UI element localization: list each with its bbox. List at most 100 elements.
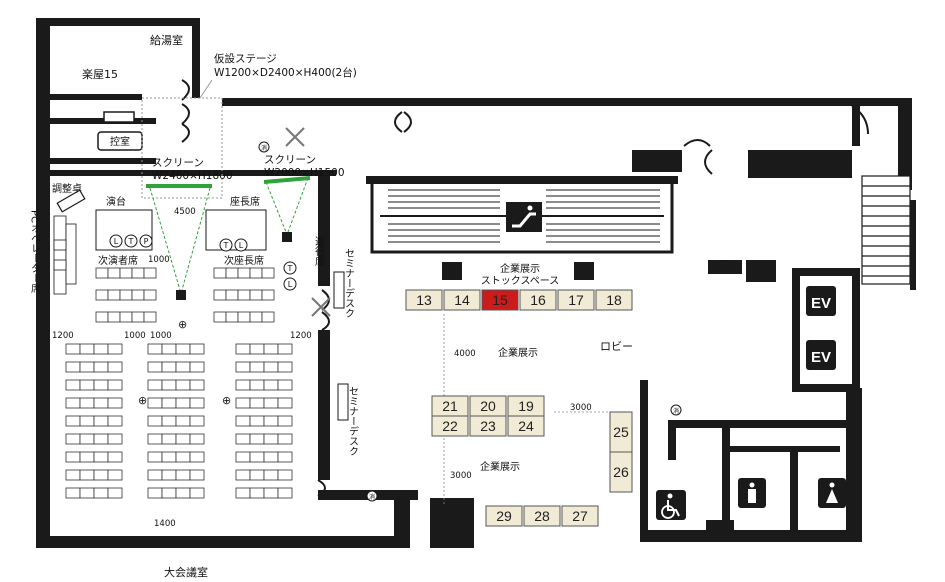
seat: [277, 469, 293, 481]
booth-27[interactable]: 27: [561, 505, 599, 527]
booth-number: 14: [454, 292, 470, 308]
booth-29[interactable]: 29: [485, 505, 523, 527]
booth-22[interactable]: 22: [431, 415, 469, 437]
seat: [261, 311, 275, 323]
seat: [93, 415, 109, 427]
seat: [65, 415, 81, 427]
label-exhibit-2: 企業展示: [480, 460, 520, 473]
seat: [79, 379, 95, 391]
booth-number: 16: [530, 292, 546, 308]
seat: [147, 487, 163, 499]
staff-seats: 調整卓 PCオペレーター席 演台 座長席 次演者席 次座長席 進行席 L T P…: [29, 182, 325, 295]
booth-box: [431, 415, 469, 437]
seat: [189, 343, 205, 355]
screen-1-size: W2400×H1800: [152, 170, 233, 182]
seat: [147, 469, 163, 481]
booth-labels: 企業展示 ストックスペース 企業展示 企業展示: [480, 262, 559, 473]
booth-17[interactable]: 17: [557, 289, 595, 311]
seat: [95, 267, 109, 279]
seat: [249, 343, 265, 355]
booth-14[interactable]: 14: [443, 289, 481, 311]
dimension-labels: 4500 1000 1200 1000 1000 1200 1400 4000 …: [52, 207, 592, 529]
screen-2-size: W2000×H1500: [264, 167, 345, 179]
booth-26[interactable]: 26: [609, 451, 633, 493]
booth-number: 23: [480, 418, 496, 434]
booth-box: [405, 289, 443, 311]
seat: [79, 451, 95, 463]
seat-rows: [65, 267, 293, 499]
seat: [277, 487, 293, 499]
seat: [79, 433, 95, 445]
booth-16[interactable]: 16: [519, 289, 557, 311]
seat: [147, 415, 163, 427]
booth-18[interactable]: 18: [595, 289, 633, 311]
seat: [79, 487, 95, 499]
screens: スクリーン W2400×H1800 スクリーン W2000×H1500 消: [146, 127, 345, 317]
seat: [235, 361, 251, 373]
booth-number: 17: [568, 292, 584, 308]
seat: [175, 433, 191, 445]
seat: [79, 415, 95, 427]
booth-28[interactable]: 28: [523, 505, 561, 527]
booth-box: [485, 505, 523, 527]
seat: [189, 397, 205, 409]
seat: [119, 267, 133, 279]
seat: [147, 361, 163, 373]
booth-number: 28: [534, 508, 550, 524]
seat: [147, 397, 163, 409]
hikaeshitsu: 控室: [97, 111, 143, 151]
booth-24[interactable]: 24: [507, 415, 545, 437]
booth-19[interactable]: 19: [507, 395, 545, 417]
booth-13[interactable]: 13: [405, 289, 443, 311]
male-toilet-icon: [738, 478, 766, 508]
mic-l: L: [114, 237, 119, 246]
seat: [131, 267, 145, 279]
escalator: [366, 176, 678, 254]
seat: [235, 487, 251, 499]
dim-4500: 4500: [174, 207, 196, 217]
seat: [161, 379, 177, 391]
seat: [65, 433, 81, 445]
seat: [235, 343, 251, 355]
seat: [79, 469, 95, 481]
seat: [107, 379, 123, 391]
seat: [175, 451, 191, 463]
seat: [131, 311, 145, 323]
dimension-lines: [443, 314, 608, 506]
seat-chouseitaku: 調整卓: [52, 182, 82, 195]
room-gakuya: 楽屋15: [82, 68, 118, 81]
seat: [93, 343, 109, 355]
cross-mark-icon-2: [311, 297, 331, 317]
booth-number: 27: [572, 508, 588, 524]
escalator-icon: [506, 202, 542, 232]
booth-number: 25: [613, 424, 629, 440]
booth-23[interactable]: 23: [469, 415, 507, 437]
dim-1200-a: 1200: [52, 331, 74, 341]
dim-4000: 4000: [454, 349, 476, 359]
booth-15[interactable]: 15: [481, 289, 519, 311]
seat: [235, 469, 251, 481]
booth-21[interactable]: 21: [431, 395, 469, 417]
seat: [263, 451, 279, 463]
seat: [249, 433, 265, 445]
seat: [175, 487, 191, 499]
booth-20[interactable]: 20: [469, 395, 507, 417]
booth-25[interactable]: 25: [609, 411, 633, 453]
seat: [249, 267, 263, 279]
fire-hydrant-icon: 消: [258, 141, 270, 153]
dim-1000-c: 1000: [150, 331, 172, 341]
seat: [143, 289, 157, 301]
seat: [93, 397, 109, 409]
elevator-1: EV: [806, 286, 836, 316]
seat: [107, 415, 123, 427]
seat: [189, 379, 205, 391]
seat: [225, 289, 239, 301]
seat: [175, 415, 191, 427]
seminar-desk-2: セミナーデスク: [347, 386, 359, 456]
mic-t-center: T: [223, 241, 229, 250]
dim-3000-b: 3000: [450, 471, 472, 481]
seat: [161, 415, 177, 427]
svg-text:⊕: ⊕: [138, 394, 147, 407]
seat: [93, 451, 109, 463]
